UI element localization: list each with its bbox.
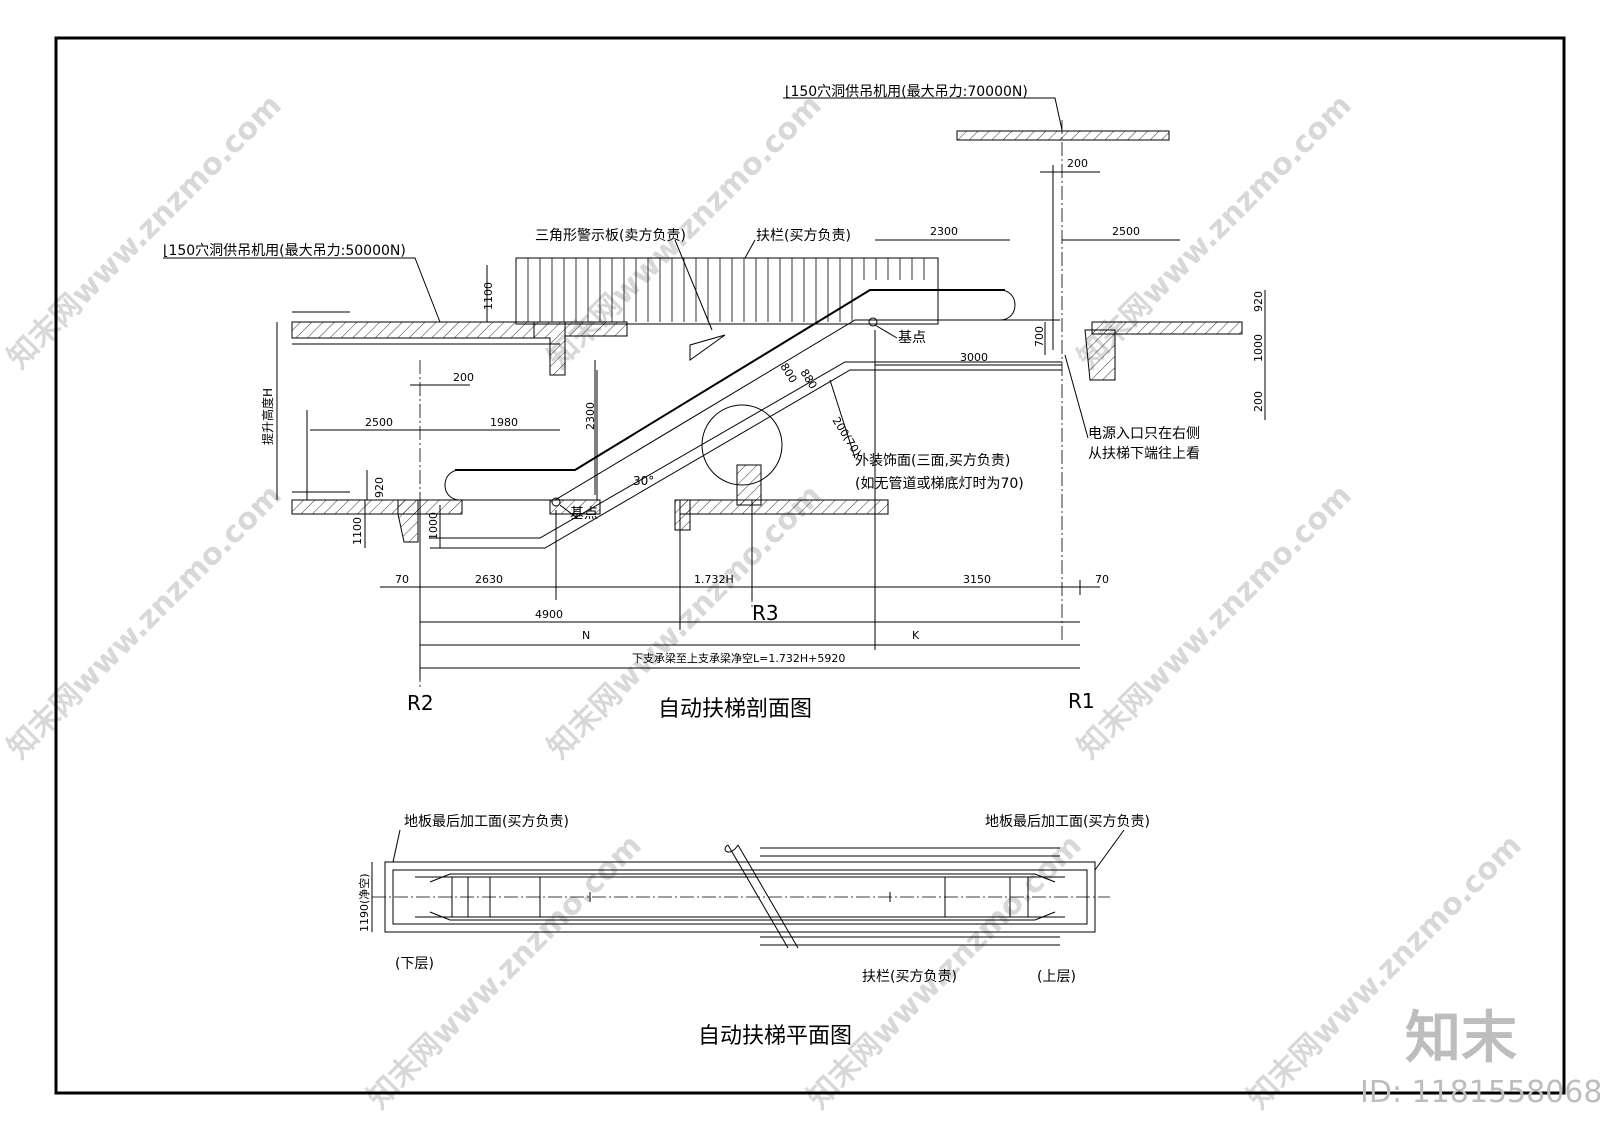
upper-floor-slab: [291, 321, 535, 339]
drawing-frame: [54, 36, 1566, 1095]
note-cladding: 外装饰面(三面,买方负责): [855, 453, 1010, 469]
note-hole-left: ⌊150穴洞供吊机用(最大吊力:50000N): [163, 243, 406, 259]
svg-text:1980: 1980: [490, 416, 518, 429]
datum-label-top: 基点: [898, 329, 926, 346]
lower-floor-slab: [291, 499, 463, 515]
watermark-text: 知末网www.znzmo.com: [1241, 828, 1529, 1116]
plan-title: 自动扶梯平面图: [698, 1024, 852, 1049]
axis-label-r1: R1: [1068, 689, 1095, 713]
svg-text:200: 200: [453, 371, 474, 384]
svg-text:2500: 2500: [365, 416, 393, 429]
svg-text:1100: 1100: [351, 517, 364, 545]
note-floor-right: 地板最后加工面(买方负责): [985, 814, 1150, 830]
svg-text:200(70): 200(70): [829, 415, 863, 459]
watermark-text: 知末网www.znzmo.com: [1, 478, 289, 766]
upper-level-label: (上层): [1037, 969, 1076, 985]
svg-text:200: 200: [1067, 157, 1088, 170]
svg-text:4900: 4900: [535, 608, 563, 621]
rise-label: 提升高度H: [260, 388, 275, 445]
truss-bottom: [430, 369, 1062, 549]
watermark-text: 知末网www.znzmo.com: [1071, 478, 1359, 766]
section-view: ⌊150穴洞供吊机用(最大吊力:70000N) ⌊150穴洞供吊机用(最大吊力:…: [163, 84, 1266, 871]
svg-text:920: 920: [373, 477, 386, 498]
balustrade-bars: [527, 258, 925, 322]
note-warning-board: 三角形警示板(卖方负责): [535, 228, 686, 244]
note-plan-balustrade: 扶栏(买方负责): [862, 969, 957, 985]
span-dimension: 下支承梁至上支承梁净空L=1.732H+5920: [632, 651, 845, 665]
svg-text:3000: 3000: [960, 351, 988, 364]
svg-text:2630: 2630: [475, 573, 503, 586]
section-title: 自动扶梯剖面图: [658, 697, 812, 722]
datum-label-bottom: 基点: [570, 505, 598, 522]
axis-label-r2: R2: [407, 691, 434, 715]
note-balustrade: 扶栏(买方负责): [756, 228, 851, 244]
svg-text:2300: 2300: [584, 402, 597, 430]
image-id: ID: 1181558068: [1360, 1075, 1600, 1110]
svg-text:2300: 2300: [930, 225, 958, 238]
axis-label-r3: R3: [752, 601, 779, 625]
top-slab: [956, 130, 1170, 141]
width-dimension: 1190(净空): [357, 873, 371, 932]
brand-logo: 知末: [1405, 1006, 1517, 1071]
svg-text:N: N: [582, 629, 590, 642]
svg-text:1000: 1000: [427, 512, 440, 540]
note-cladding-alt: (如无管道或梯底灯时为70): [855, 476, 1024, 492]
plan-view: 地板最后加工面(买方负责) 地板最后加工面(买方负责) 1190(净空) (下层…: [357, 814, 1150, 1049]
svg-text:1000: 1000: [1252, 334, 1265, 362]
svg-text:700: 700: [1033, 326, 1046, 347]
svg-text:70: 70: [395, 573, 409, 586]
note-power-1: 电源入口只在右侧: [1088, 426, 1200, 442]
angle-label: 30°: [633, 474, 654, 488]
note-floor-left: 地板最后加工面(买方负责): [404, 814, 569, 830]
svg-text:920: 920: [1252, 291, 1265, 312]
svg-text:800: 800: [777, 361, 799, 386]
svg-text:1100: 1100: [482, 282, 495, 310]
svg-text:K: K: [912, 629, 920, 642]
brand-corner: 知末 ID: 1181558068: [1360, 1006, 1600, 1110]
svg-text:70: 70: [1095, 573, 1109, 586]
svg-text:3150: 3150: [963, 573, 991, 586]
note-hole-top: ⌊150穴洞供吊机用(最大吊力:70000N): [785, 84, 1028, 100]
handrail-top: [455, 289, 1005, 471]
lower-level-label: (下层): [395, 956, 434, 972]
svg-text:1.732H: 1.732H: [694, 573, 734, 586]
svg-text:2500: 2500: [1112, 225, 1140, 238]
svg-text:200: 200: [1252, 391, 1265, 412]
watermark-text: 知末网www.znzmo.com: [1, 88, 289, 376]
note-power-2: 从扶梯下端往上看: [1088, 446, 1200, 462]
